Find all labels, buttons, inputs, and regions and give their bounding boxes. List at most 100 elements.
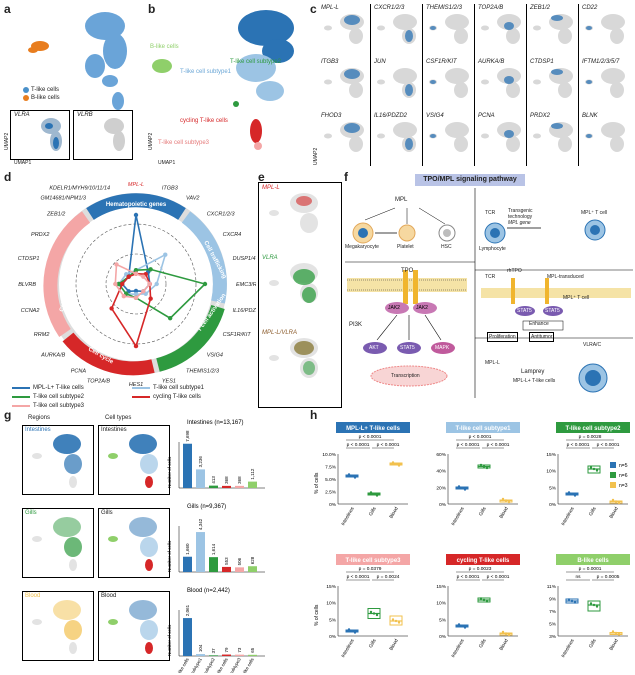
umap-blob <box>145 642 153 654</box>
h-point <box>501 497 505 501</box>
h-ytick: 10% <box>546 469 556 475</box>
g-bar <box>183 556 192 572</box>
g-bar-value: 1,660 <box>185 543 190 555</box>
radar-point <box>133 288 139 294</box>
h-pval: p < 0.0001 <box>377 442 400 448</box>
umap-expression <box>504 130 514 138</box>
f-jak1: JAK2 <box>388 305 400 311</box>
h-legend-swatch <box>610 482 616 488</box>
gene-label: JUN <box>374 59 386 65</box>
h-point <box>353 631 357 634</box>
h-title: MPL-L+ T-like cells <box>346 426 401 432</box>
g-bar <box>209 485 218 488</box>
legend-bcell: B-like cells <box>31 95 60 101</box>
gene-label: VSIG4 <box>426 113 444 119</box>
umap-blob <box>393 122 417 138</box>
arc-cellcycle <box>62 332 155 376</box>
h-pval: p < 0.0001 <box>487 442 510 448</box>
umap2-label-b: UMAP2 <box>148 132 154 150</box>
gene-feature-plot: PRDX2 <box>526 112 578 166</box>
g-bar <box>222 566 231 572</box>
h-xcat: Blood <box>388 638 399 652</box>
panel-label-g: g <box>4 408 12 422</box>
gene-label: THEMIS1/2/3 <box>426 5 463 11</box>
h-xcat: Intestines <box>340 637 356 658</box>
gene-feature-plot: CSF1R/KIT <box>422 58 474 112</box>
radar-point <box>133 295 139 300</box>
umap-blob <box>324 133 332 139</box>
h-ytick: 60% <box>436 452 446 458</box>
umap-blob <box>558 82 572 98</box>
label-mpl-t: MPL-L+ T-like cells <box>170 9 224 15</box>
inset-vlra-label: VLRA <box>14 112 30 118</box>
h-ytick: 5% <box>549 622 557 628</box>
g-col-regions: Regions <box>28 415 51 421</box>
h-point <box>457 485 461 488</box>
gene-feature-plot: AURKA/B <box>474 58 526 112</box>
g-bar-title: Blood (n=2,442) <box>187 588 230 594</box>
umap-blob <box>108 453 118 459</box>
h-ytick: 9% <box>549 597 557 603</box>
g-region-label: Blood <box>25 593 41 599</box>
umap-blob <box>533 79 541 85</box>
umap-panel-b <box>152 10 294 150</box>
g-bar-value: 79 <box>224 647 229 653</box>
h-title: cycling T-like cells <box>457 558 510 564</box>
radar-point <box>141 274 146 279</box>
umap-blob <box>506 28 520 44</box>
g-bar <box>222 654 231 656</box>
bcell-cluster <box>28 41 49 53</box>
h-point <box>485 466 489 470</box>
panel-label-h: h <box>310 408 318 422</box>
h-ytick: 7.5% <box>325 465 337 471</box>
g-bar <box>196 654 205 656</box>
h-point <box>369 610 373 614</box>
radar-point <box>113 281 118 287</box>
pathway-panel-f: TPO/MPL signaling pathway <box>345 172 633 408</box>
h-point <box>573 494 577 497</box>
umap-blob <box>445 14 469 30</box>
h-pval: ns <box>575 575 581 580</box>
f-mplsmall: MPL-L <box>485 360 500 366</box>
radar-point <box>133 271 139 276</box>
umap-blob <box>32 619 42 625</box>
h-point <box>460 624 464 628</box>
umap-blob <box>445 68 469 84</box>
f-vlrac: VLRA/C <box>583 342 602 348</box>
h-point <box>479 597 483 600</box>
f-transcription: Transcription <box>391 373 420 379</box>
radar-point <box>133 268 139 273</box>
h-pval: p < 0.0001 <box>359 434 382 440</box>
h-legend-swatch <box>610 472 616 478</box>
legend-d-sub2: T-like cell subtype2 <box>33 394 85 400</box>
umap-expression <box>430 134 436 138</box>
umap-expression <box>344 15 360 25</box>
f-enhance: Enhance <box>529 321 549 327</box>
g-region-label: Gills <box>25 510 37 516</box>
umap-blob <box>53 517 81 537</box>
umap-blob <box>140 620 158 640</box>
radar-gene-label: BLVRB <box>18 282 36 288</box>
h-point <box>482 598 486 602</box>
f-rhtpo: rhTPO <box>507 268 522 274</box>
radar-point <box>120 281 125 287</box>
g-bar <box>183 618 192 656</box>
f-pi3k: PI3K <box>349 322 363 328</box>
h-pval: p < 0.0001 <box>347 574 370 580</box>
gene-feature-plot: VSIG4 <box>422 112 474 166</box>
e-merge-umap <box>269 338 318 378</box>
gene-feature-plot: TOP2A/B <box>474 4 526 58</box>
gene-label: IL16/PDZD2 <box>374 113 408 119</box>
f-lymphocyte: Lymphocyte <box>479 246 506 252</box>
g-bar <box>235 654 244 656</box>
radar-gene-label: AURKA/B <box>40 353 65 359</box>
f-cell-hsc: HSC <box>441 244 452 250</box>
h-point <box>391 618 395 621</box>
f-mapk: MAPK <box>435 345 450 351</box>
radar-point <box>163 252 168 257</box>
g-bar-ylabel: Number of cells <box>167 624 172 656</box>
h-legend-label: n=5 <box>619 463 628 469</box>
h-ylabel: % of cells <box>314 604 320 626</box>
radar-gene-label: KDELR1/MYH9/10/11/14 <box>49 185 110 191</box>
gene-label: IFTM1/2/3/5/7 <box>582 59 620 65</box>
